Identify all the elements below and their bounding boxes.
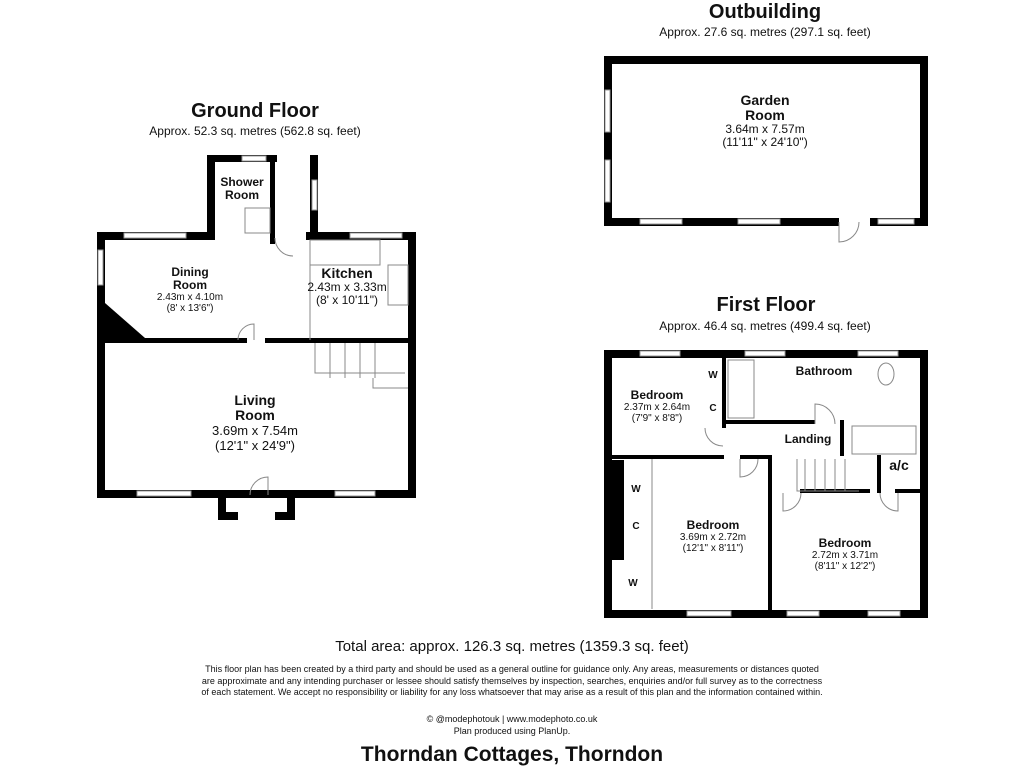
- bedroom-left-metric: 3.69m x 2.72m: [679, 532, 747, 543]
- dining-room-imperial: (8' x 13'6"): [166, 303, 214, 314]
- disclaimer-line-3: of each statement. We accept no responsi…: [201, 687, 823, 697]
- dining-room-name-1: Dining: [171, 265, 209, 279]
- dining-room-metric: 2.43m x 4.10m: [156, 292, 224, 303]
- first-floor-title: First Floor: [716, 294, 816, 316]
- landing-label: Landing: [784, 432, 832, 446]
- first-floor-fixtures: [651, 359, 917, 609]
- ground-floor-windows: [97, 155, 403, 497]
- shower-room-name-2: Room: [225, 188, 259, 202]
- wardrobe-label-3: W: [628, 578, 638, 589]
- living-room-name-2: Room: [235, 407, 275, 423]
- bedroom-right-name: Bedroom: [818, 536, 872, 550]
- dining-room-label: Dining Room 2.43m x 4.10m (8' x 13'6"): [140, 265, 240, 315]
- bedroom-small-name: Bedroom: [630, 388, 684, 402]
- first-floor-area: Approx. 46.4 sq. metres (499.4 sq. feet): [659, 319, 871, 333]
- disclaimer-line-2: are approximate and any intending purcha…: [201, 675, 823, 686]
- garden-room-label: Garden Room 3.64m x 7.57m (11'11" x 24'1…: [700, 93, 830, 149]
- outbuilding-title: Outbuilding: [708, 1, 822, 23]
- living-room-metric: 3.69m x 7.54m: [212, 423, 298, 438]
- bedroom-small-label: Bedroom 2.37m x 2.64m (7'9" x 8'8"): [612, 388, 702, 425]
- wardrobe-label-1: W: [708, 370, 718, 381]
- garden-room-metric: 3.64m x 7.57m: [725, 122, 805, 136]
- bathroom-label: Bathroom: [795, 364, 853, 378]
- credit-line: © @modephotouk | www.modephoto.co.uk: [426, 714, 598, 724]
- cupboard-label-2: C: [632, 521, 640, 532]
- living-room-imperial: (12'1" x 24'9"): [215, 438, 295, 453]
- ground-floor-area: Approx. 52.3 sq. metres (562.8 sq. feet): [149, 124, 361, 138]
- bedroom-right-imperial: (8'11" x 12'2"): [814, 561, 876, 572]
- ground-floor-title: Ground Floor: [191, 100, 319, 122]
- airing-cupboard-label: a/c: [889, 457, 909, 473]
- bedroom-small-imperial: (7'9" x 8'8"): [631, 413, 683, 424]
- disclaimer-line-1: This floor plan has been created by a th…: [205, 664, 819, 674]
- living-room-label: Living Room 3.69m x 7.54m (12'1" x 24'9"…: [195, 392, 315, 454]
- outbuilding-door: [838, 221, 860, 243]
- credits: © @modephotouk | www.modephoto.co.uk Pla…: [0, 713, 1024, 737]
- ground-floor-walls: [97, 155, 416, 520]
- garden-room-imperial: (11'11" x 24'10"): [722, 135, 808, 149]
- kitchen-name: Kitchen: [321, 265, 373, 281]
- outbuilding-windows: [604, 89, 915, 225]
- total-area: Total area: approx. 126.3 sq. metres (13…: [335, 638, 689, 655]
- bedroom-right-metric: 2.72m x 3.71m: [811, 550, 879, 561]
- produced-line: Plan produced using PlanUp.: [453, 726, 571, 736]
- bedroom-left-imperial: (12'1" x 8'11"): [682, 543, 744, 554]
- kitchen-label: Kitchen 2.43m x 3.33m (8' x 10'11"): [297, 266, 397, 307]
- bedroom-small-metric: 2.37m x 2.64m: [623, 402, 691, 413]
- garden-room-name-2: Room: [745, 107, 785, 123]
- bedroom-right-label: Bedroom 2.72m x 3.71m (8'11" x 12'2"): [790, 536, 900, 573]
- bedroom-left-name: Bedroom: [686, 518, 740, 532]
- shower-room-name-1: Shower: [220, 175, 264, 189]
- living-room-name-1: Living: [234, 392, 276, 408]
- kitchen-metric: 2.43m x 3.33m: [307, 280, 387, 294]
- garden-room-name-1: Garden: [740, 92, 790, 108]
- shower-room-label: Shower Room: [212, 176, 272, 202]
- ground-floor-fixtures: [237, 207, 409, 496]
- property-name: Thorndan Cottages, Thorndon: [360, 743, 664, 766]
- disclaimer: This floor plan has been created by a th…: [0, 664, 1024, 699]
- kitchen-imperial: (8' x 10'11"): [316, 293, 378, 307]
- outbuilding-area: Approx. 27.6 sq. metres (297.1 sq. feet): [659, 25, 871, 39]
- first-floor-windows: [639, 350, 901, 617]
- bedroom-left-label: Bedroom 3.69m x 2.72m (12'1" x 8'11"): [658, 518, 768, 555]
- cupboard-label-1: C: [709, 403, 717, 414]
- dining-room-name-2: Room: [173, 278, 207, 292]
- wardrobe-label-2: W: [631, 484, 641, 495]
